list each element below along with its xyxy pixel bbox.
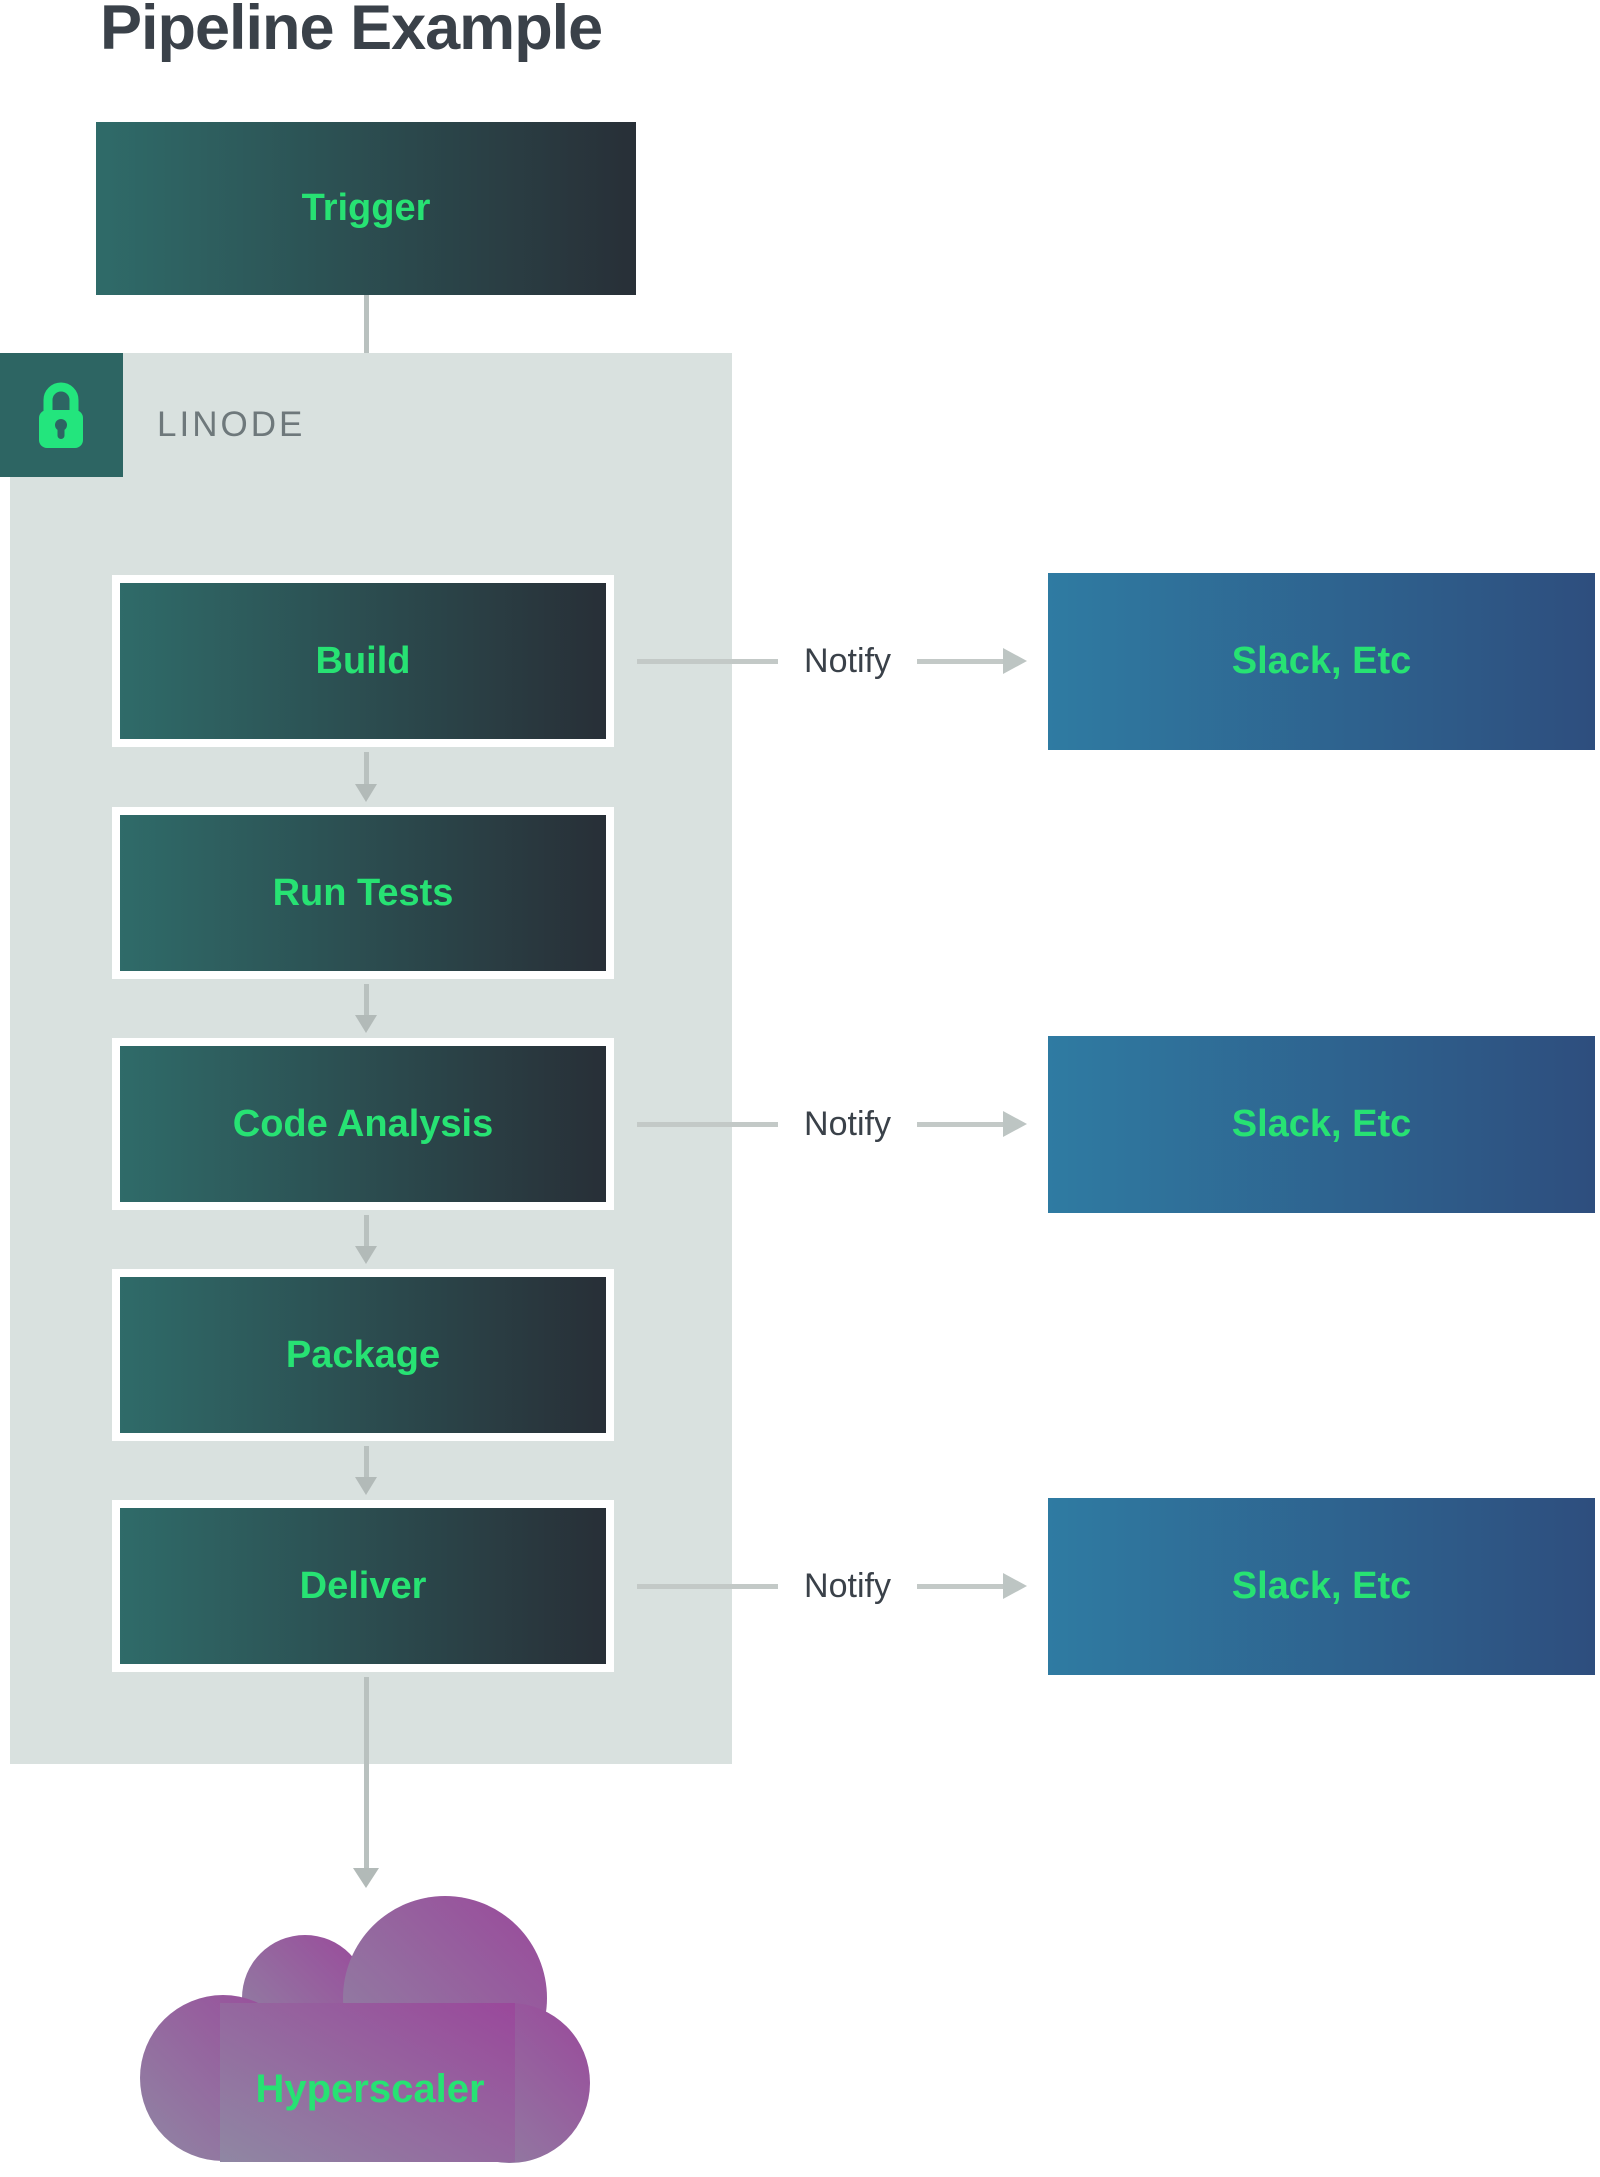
node-slack-codeanalysis-label: Slack, Etc	[1231, 1103, 1412, 1145]
notify-label-build: Notify	[804, 642, 891, 680]
hyperscaler-label: Hyperscaler	[255, 2067, 484, 2111]
node-deliver-label: Deliver	[299, 1564, 427, 1607]
node-trigger-label: Trigger	[301, 187, 431, 229]
arrow-codeanalysis-to-package-shaft	[364, 1215, 369, 1246]
arrow-codeanalysis-to-package-head	[355, 1246, 377, 1264]
node-build: Build	[112, 575, 614, 747]
page-title: Pipeline Example	[100, 0, 603, 63]
notify-arrow-codeanalysis-shaft	[917, 1122, 1003, 1127]
node-run-tests: Run Tests	[112, 807, 614, 979]
node-deliver: Deliver	[112, 1500, 614, 1672]
node-build-label: Build	[315, 639, 411, 682]
node-slack-build-label: Slack, Etc	[1231, 640, 1412, 682]
cloud-shape	[140, 1896, 590, 2163]
arrow-package-to-deliver-head	[355, 1477, 377, 1495]
node-package: Package	[112, 1269, 614, 1441]
notify-label-deliver: Notify	[804, 1567, 891, 1605]
node-code-analysis-label: Code Analysis	[232, 1102, 494, 1145]
hyperscaler-cloud: Hyperscaler	[140, 1896, 590, 2163]
arrow-runtests-to-codeanalysis-head	[355, 1015, 377, 1033]
notify-label-codeanalysis: Notify	[804, 1105, 891, 1143]
arrow-package-to-deliver-shaft	[364, 1446, 369, 1477]
arrow-build-to-runtests-shaft	[364, 752, 369, 784]
node-slack-build: Slack, Etc	[1048, 573, 1595, 750]
notify-line-codeanalysis	[637, 1122, 778, 1127]
node-code-analysis: Code Analysis	[112, 1038, 614, 1210]
node-package-label: Package	[285, 1333, 441, 1376]
node-run-tests-label: Run Tests	[272, 871, 454, 914]
linode-label: LINODE	[157, 405, 306, 444]
notify-arrow-codeanalysis-head	[1003, 1111, 1027, 1137]
notify-arrow-build-head	[1003, 648, 1027, 674]
node-slack-codeanalysis: Slack, Etc	[1048, 1036, 1595, 1213]
linode-lock-badge	[0, 353, 123, 477]
notify-arrow-deliver-shaft	[917, 1584, 1003, 1589]
notify-arrow-build-shaft	[917, 659, 1003, 664]
arrow-build-to-runtests-head	[355, 784, 377, 802]
notify-line-build	[637, 659, 778, 664]
arrow-deliver-to-hyperscaler-head	[353, 1868, 379, 1888]
notify-line-deliver	[637, 1584, 778, 1589]
arrow-runtests-to-codeanalysis-shaft	[364, 984, 369, 1015]
lock-icon	[39, 382, 83, 448]
node-trigger: Trigger	[96, 122, 636, 295]
arrow-deliver-to-hyperscaler-shaft	[364, 1677, 369, 1868]
node-slack-deliver-label: Slack, Etc	[1231, 1565, 1412, 1607]
node-slack-deliver: Slack, Etc	[1048, 1498, 1595, 1675]
notify-arrow-deliver-head	[1003, 1573, 1027, 1599]
